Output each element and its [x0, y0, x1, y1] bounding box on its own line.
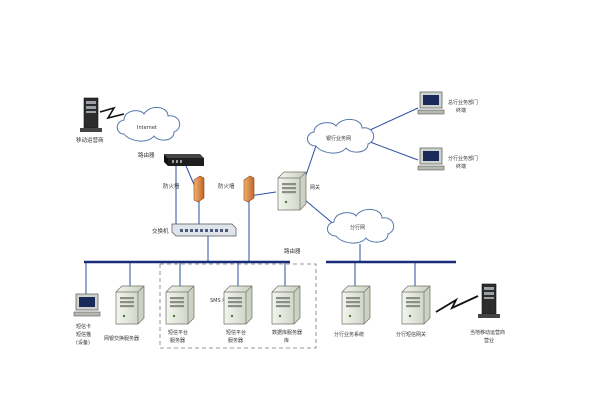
branch-terminal-icon	[417, 147, 445, 171]
head-office-terminal-icon	[417, 91, 445, 115]
router-top-icon	[164, 154, 204, 166]
platform-server-1-label-1: 短信平台	[168, 329, 188, 336]
branch-business-server-icon	[341, 285, 371, 325]
wireless-link-bottom	[435, 295, 479, 313]
mobile-operator-server-icon	[79, 97, 103, 133]
sms-device-label-1: 短信卡	[76, 323, 91, 330]
branch-gateway-label: 分行短信网关	[396, 331, 426, 338]
firewall-left-label: 防火墙	[163, 182, 180, 190]
firewall-left-icon	[193, 175, 205, 203]
exchange-server-label: 网银交换服务器	[104, 335, 139, 342]
branch-net-label: 分行网	[350, 224, 365, 231]
platform-server-2-icon	[223, 285, 253, 325]
remote-operator-label-2: 营业	[484, 337, 494, 344]
switch-label: 交换机	[152, 227, 169, 235]
sms-center-label: SMS 中心	[210, 297, 232, 304]
firewall-right-label: 防火墙	[218, 182, 235, 190]
branch-terminal-label-2: 终端	[456, 163, 466, 170]
branch-net-cloud-icon	[327, 209, 395, 244]
branch-business-label: 分行业务系统	[334, 331, 364, 338]
branch-terminal-label-1: 分行业务部门	[448, 155, 478, 162]
internet-cloud-icon	[116, 107, 181, 142]
sms-device-pc-icon	[73, 293, 101, 317]
switch-icon	[171, 223, 237, 237]
head-office-terminal-label-2: 终端	[456, 107, 466, 114]
head-office-terminal-label-1: 总行业务部门	[448, 99, 478, 106]
mobile-operator-label: 移动运营商	[76, 136, 104, 144]
sms-device-label-2: 短信猫	[76, 331, 91, 338]
remote-operator-server-icon	[477, 283, 501, 319]
wireless-link-top	[99, 106, 125, 120]
sms-device-label-3: (设备)	[76, 339, 90, 346]
database-server-label-2: 库	[284, 337, 289, 344]
exchange-server-icon	[115, 285, 145, 325]
platform-server-1-icon	[165, 285, 195, 325]
sms-platform-group-box	[159, 263, 317, 349]
platform-server-1-label-2: 服务器	[170, 337, 185, 344]
database-server-label-1: 数据库服务器	[272, 329, 302, 336]
platform-server-2-label-1: 短信平台	[226, 329, 246, 336]
remote-operator-label-1: 当地移动运营商	[470, 329, 505, 336]
gateway-server-icon	[277, 171, 307, 211]
connection-lines	[85, 107, 419, 302]
platform-server-2-label-2: 服务器	[228, 337, 243, 344]
gateway-server-label: 网关	[310, 184, 320, 191]
branch-gateway-server-icon	[401, 285, 431, 325]
router-top-label: 路由器	[138, 151, 155, 159]
database-server-icon	[271, 285, 301, 325]
internet-label: Internet	[137, 125, 157, 131]
router-mid-label: 路由器	[284, 247, 301, 255]
bank-net-cloud-icon	[307, 119, 375, 154]
firewall-right-icon	[243, 175, 255, 203]
bank-net-label: 银行业务网	[326, 135, 351, 142]
